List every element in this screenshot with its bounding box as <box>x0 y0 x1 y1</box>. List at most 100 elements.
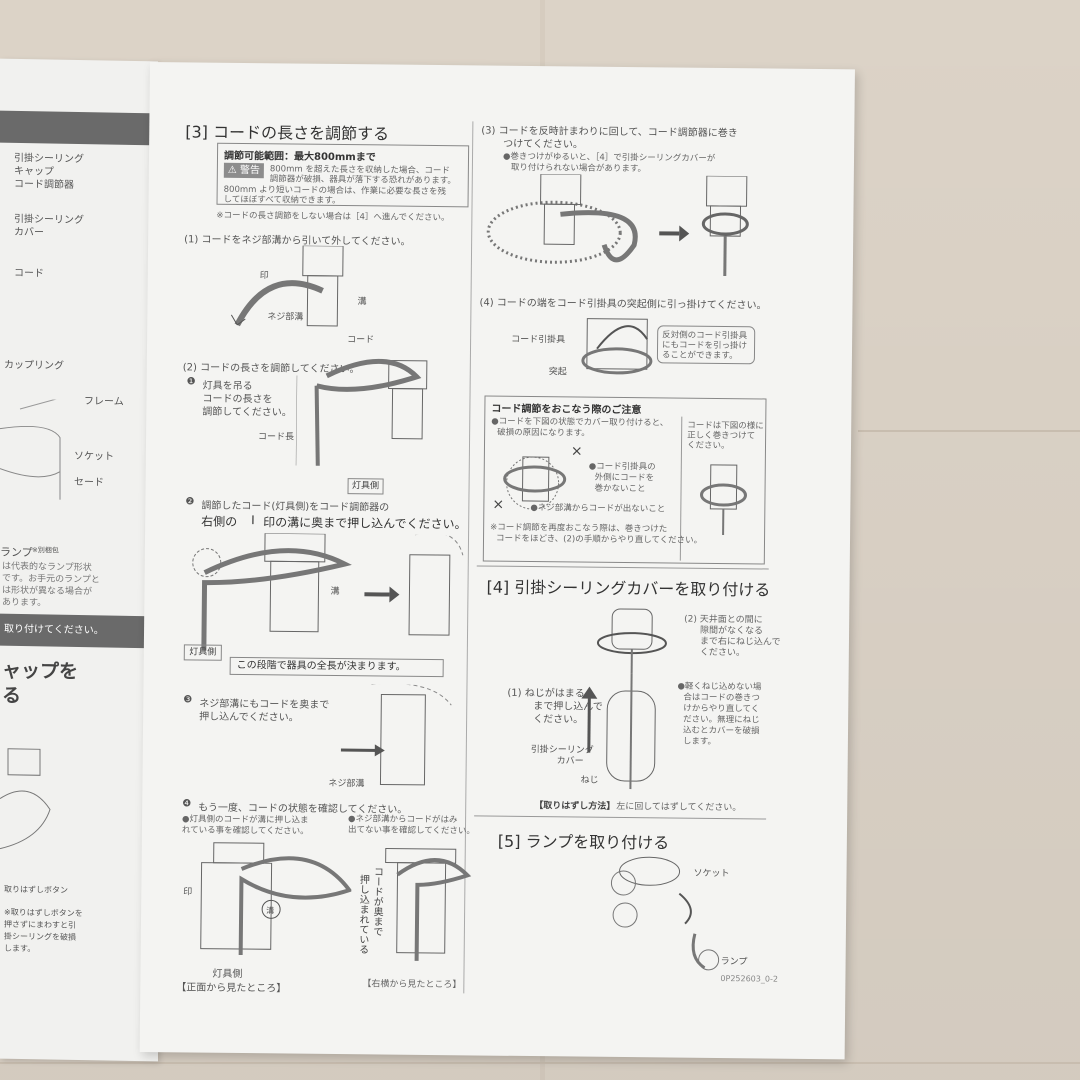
section-divider <box>476 565 769 570</box>
screw-label: ねじ <box>580 775 599 786</box>
correct-wrap-diagram <box>699 464 747 536</box>
hand-drawing <box>0 748 51 850</box>
section-divider <box>474 815 767 820</box>
side-view-diagram <box>385 848 472 961</box>
check-a-text: れている事を確認してください。 <box>181 825 309 837</box>
wrong-icon: × <box>570 443 583 460</box>
step-2-2-text: 印の溝に奥まで押し込んでください。 <box>263 515 467 532</box>
step-2-3-text: 押し込んでください。 <box>199 711 299 724</box>
mark-label: 印 <box>183 887 193 898</box>
cover-label: カバー <box>556 756 584 767</box>
lamp-side-label: 灯具側 <box>352 481 380 492</box>
lamp-note-line: あります。 <box>2 597 47 609</box>
caution-c-text: コードをほどき、(2)の手順からやり直してください。 <box>495 533 703 546</box>
left-step-bar-text: 取り付けてください。 <box>4 623 104 637</box>
step-2-1-text: 調節してください。 <box>202 406 292 419</box>
lamp-side-label: 灯具側 <box>189 647 217 658</box>
step-2-3-number: ❸ <box>183 694 193 706</box>
release-note-line: ※取りはずしボタンを <box>4 907 83 919</box>
floor-seam <box>858 430 1080 432</box>
socket-label: ソケット <box>693 868 730 880</box>
fixed-length-note-text: この段階で器具の全長が決まります。 <box>236 659 406 673</box>
short-cord-note: してほぼすべて収納できます。 <box>223 194 341 207</box>
lamp-note: ※別梱包 <box>32 546 59 555</box>
screw-groove-label: ネジ部溝 <box>267 312 304 323</box>
step-4-diagram <box>581 318 653 375</box>
release-note-line: 押さずにまわすと引 <box>4 919 76 930</box>
left-header-bar <box>0 110 158 146</box>
lamp-label: ランプ <box>720 957 748 968</box>
caution-text: 破損の原因になります。 <box>497 427 590 439</box>
front-view-caption: 【正面から見たところ】 <box>176 982 287 995</box>
groove-label: 溝 <box>357 297 367 308</box>
hook-label: コード引掛具 <box>511 334 566 346</box>
left-page: 引掛シーリング キャップ コード調節器 引掛シーリング カバー コード カップリ… <box>0 58 158 1062</box>
caution-b-text: ●ネジ部溝からコードが出ないこと <box>530 503 666 515</box>
reverse-note-text: ることができます。 <box>661 350 738 362</box>
step-3-note: 取り付けられない場合があります。 <box>510 162 647 175</box>
mark-icon: Ⅰ <box>251 513 255 528</box>
warning-badge: ⚠ 警告 <box>223 162 264 179</box>
lamp-side-tag: 灯具側 <box>183 644 222 661</box>
step-2-3-diagram <box>340 684 452 786</box>
step-3-diagram <box>486 173 749 277</box>
step-3-text: つけてください。 <box>503 138 583 151</box>
skip-note: ※コードの長さ調節をしない場合は［4］へ進んでください。 <box>216 210 450 224</box>
release-note-line: します。 <box>4 943 36 954</box>
release-note-line: 掛シーリングを破損 <box>4 931 76 942</box>
wrong-icon: × <box>492 496 505 513</box>
protrusion-label: 突起 <box>548 367 567 378</box>
range-box: 調節可能範囲：最大800mmまで ⚠ 警告 800mm を超えた長さを収納した場… <box>216 142 470 208</box>
warning-label: 警告 <box>239 164 261 177</box>
lamp-diagram <box>610 856 720 971</box>
part-label: コード調節器 <box>14 178 74 191</box>
section-5-title: [5] ランプを取り付ける <box>497 831 670 853</box>
left-heading: ャップを <box>2 659 79 683</box>
step-s4-diagram <box>581 608 667 790</box>
fixed-length-note: この段階で器具の全長が決まります。 <box>229 656 444 678</box>
groove-label: 溝 <box>330 586 340 598</box>
instruction-page: [3] コードの長さを調節する 調節可能範囲：最大800mmまで ⚠ 警告 80… <box>139 62 855 1060</box>
part-label: コード <box>14 267 44 280</box>
cord-length-label: コード長 <box>258 432 295 443</box>
step-2-4-number: ❹ <box>182 798 192 810</box>
s4-1-text: ください。 <box>533 714 584 726</box>
wrong-wrap-diagram <box>503 456 567 510</box>
check-b-text: 出てない事を確認してください。 <box>347 825 476 837</box>
remove-method-text: 左に回してはずしてください。 <box>616 801 742 814</box>
mark-label: 印 <box>259 271 269 282</box>
remove-method-label: 【取りはずし方法】 <box>534 801 616 812</box>
range-label: 調節可能範囲：最大800mmまで <box>223 150 376 164</box>
caution-box: コード調節をおこなう際のご注意 ●コードを下図の状態でカバー取り付けると、 破損… <box>482 395 767 565</box>
left-step-bar: 取り付けてください。 <box>0 613 158 649</box>
side-view-caption: 【右横から見たところ】 <box>362 979 462 991</box>
step-2-2-diagram <box>192 532 464 651</box>
lamp-side-tag: 灯具側 <box>347 478 384 495</box>
step-2-2-text: 調節したコード(灯具側)をコード調節器の <box>201 500 390 514</box>
step-1-diagram <box>230 245 344 327</box>
section-3-title: [3] コードの長さを調節する <box>185 122 390 144</box>
release-button-label: 取りはずしボタン <box>4 884 68 895</box>
lamp-side-label: 灯具側 <box>212 968 243 981</box>
floor-seam <box>0 1062 1080 1064</box>
s4-2-text: ください。 <box>699 647 745 659</box>
step-2-2-text: 右側の <box>201 514 238 529</box>
section-4-title: [4] 引掛シーリングカバーを取り付ける <box>486 577 771 600</box>
vertical-note: コードが奥まで <box>370 866 383 937</box>
front-view-diagram <box>200 842 352 956</box>
caution-title: コード調節をおこなう際のご注意 <box>491 403 642 417</box>
reverse-note-box: 反対側のコード引掛具 にもコードを引っ掛け ることができます。 <box>656 325 756 365</box>
left-heading: る <box>2 684 22 707</box>
caution-a-text: 巻かないこと <box>594 483 646 495</box>
cord-label: コード <box>347 335 375 346</box>
groove-label: 溝 <box>266 906 275 916</box>
shade-drawing <box>0 398 83 502</box>
step-2-2-number: ❷ <box>185 496 195 508</box>
document-code: 0P252603_0-2 <box>720 974 779 984</box>
warning-icon: ⚠ <box>227 164 237 176</box>
s4-note-text: します。 <box>682 736 717 747</box>
screw-groove-label: ネジ部溝 <box>328 778 365 790</box>
lamp-label: ランプ <box>0 545 33 560</box>
part-label: カップリング <box>4 359 64 372</box>
step-2-1-diagram <box>295 358 428 466</box>
